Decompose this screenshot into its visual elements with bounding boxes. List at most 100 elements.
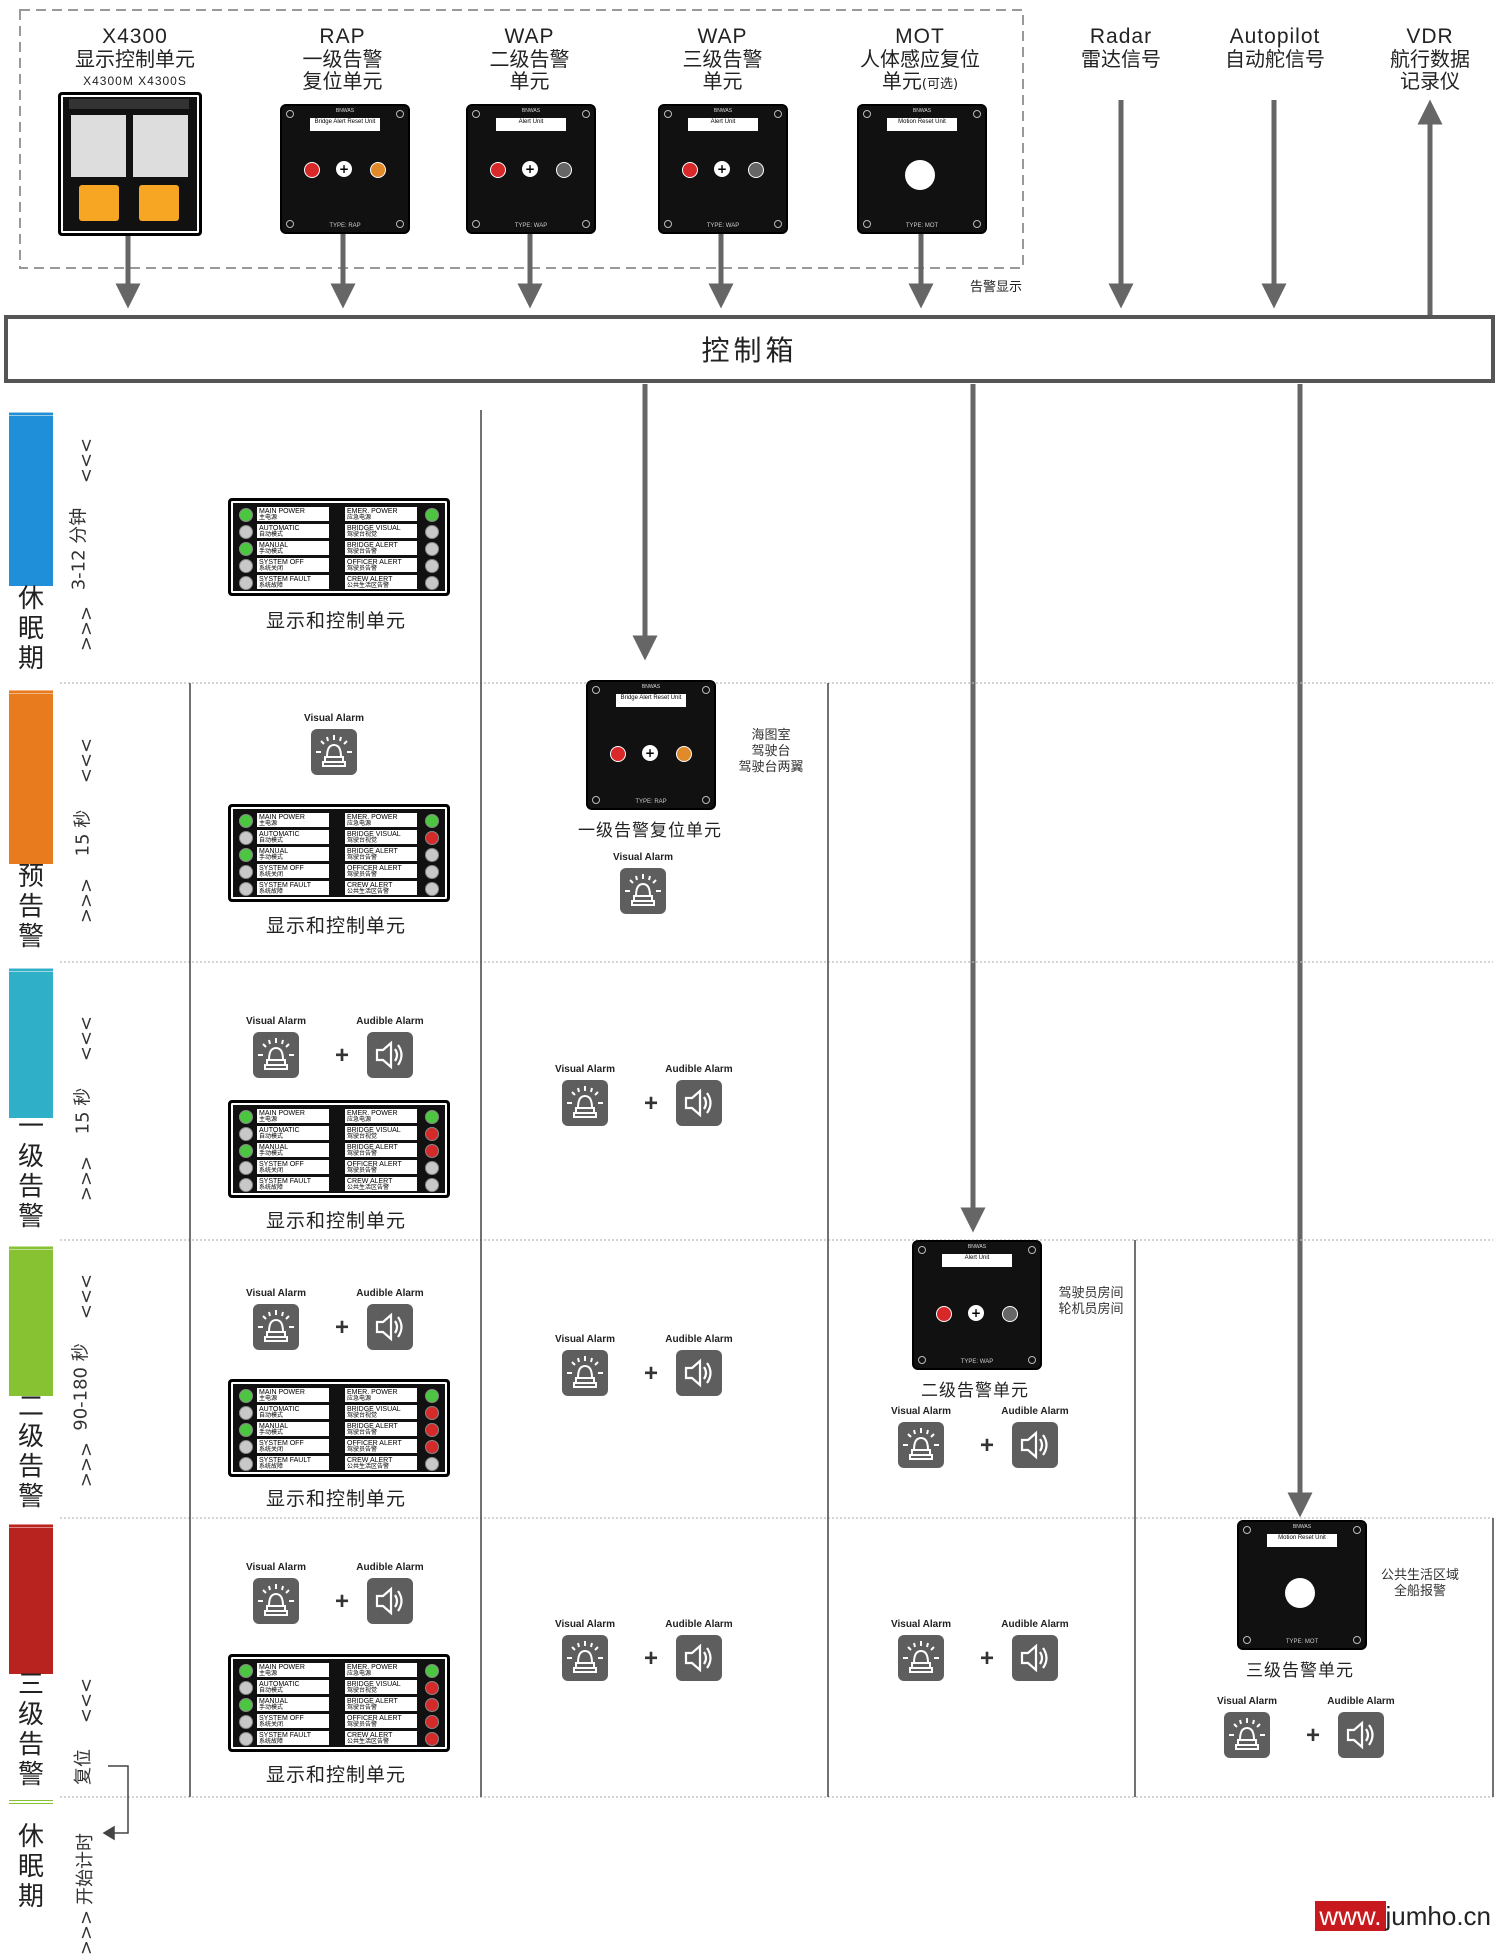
panel-row-cn: 手动模式 bbox=[259, 549, 284, 555]
status-led-icon bbox=[239, 1698, 253, 1712]
wap3-brand: BNWAS bbox=[1292, 1524, 1312, 1530]
rap-type: TYPE: RAP bbox=[635, 799, 667, 805]
panel-row-cn: 系统故障 bbox=[259, 1739, 284, 1745]
rap-note-line: 驾驶台 bbox=[751, 744, 791, 759]
label-mot-optional: (可选) bbox=[921, 77, 959, 92]
dimmer-knob-icon: + bbox=[968, 1305, 984, 1321]
panel-row-en: SYSTEM FAULT bbox=[259, 1732, 311, 1739]
panel-row-en: SYSTEM FAULT bbox=[259, 1457, 311, 1464]
panel-row-cn: 系统关闭 bbox=[259, 1168, 284, 1174]
panel-row-cn: 主电源 bbox=[259, 1117, 278, 1123]
rap-caption: 一级告警复位单元 bbox=[578, 821, 722, 841]
visual-alarm-title: Visual Alarm bbox=[303, 713, 365, 724]
panel-row-cn: 驾驶台告警 bbox=[347, 1705, 378, 1711]
status-led-icon bbox=[239, 1423, 253, 1437]
screw-icon bbox=[918, 1246, 926, 1254]
x4300-device-screen-right bbox=[133, 115, 188, 177]
duration-pre-up: <<< bbox=[76, 737, 98, 784]
visual-alarm-title: Visual Alarm bbox=[890, 1619, 952, 1630]
phase-band-sleep bbox=[9, 412, 53, 586]
red-button-icon bbox=[610, 746, 626, 762]
label-vdr-name2: 记录仪 bbox=[1400, 69, 1460, 93]
status-led-icon bbox=[425, 1406, 439, 1420]
phase-band-third bbox=[9, 1524, 53, 1674]
label-mot-name: 人体感应复位 bbox=[860, 47, 980, 71]
panel-row-en: BRIDGE VISUAL bbox=[347, 831, 401, 838]
panel-row-en: AUTOMATIC bbox=[259, 1127, 300, 1134]
status-led-icon bbox=[425, 1715, 439, 1729]
audible-alarm-title: Audible Alarm bbox=[665, 1619, 733, 1630]
label-mot: MOT 人体感应复位 单元(可选) bbox=[845, 26, 995, 96]
phase-char: 告 bbox=[17, 1172, 44, 1202]
visual-alarm-title: Visual Alarm bbox=[245, 1288, 307, 1299]
alert-display-group-border bbox=[19, 9, 1024, 269]
status-led-icon bbox=[425, 814, 439, 828]
screw-icon bbox=[1353, 1636, 1361, 1644]
panel-row-en: OFFICER ALERT bbox=[347, 1161, 402, 1168]
screw-icon bbox=[1353, 1526, 1361, 1534]
duration-restart: 开始计时 >>> bbox=[64, 1826, 104, 1955]
wap3-header: Motion Reset Unit bbox=[1266, 1534, 1338, 1547]
phase-band-second bbox=[9, 1246, 53, 1396]
panel-row-en: MANUAL bbox=[259, 1144, 289, 1151]
panel-row-en: AUTOMATIC bbox=[259, 525, 300, 532]
panel-row-en: SYSTEM OFF bbox=[259, 1715, 304, 1722]
orange-button-icon bbox=[676, 746, 692, 762]
screw-icon bbox=[582, 110, 590, 118]
rap-header: Bridge Alert Reset Unit bbox=[615, 694, 687, 707]
panel-row-en: SYSTEM FAULT bbox=[259, 882, 311, 889]
duration-sleep-up: <<< bbox=[76, 437, 98, 484]
screw-icon bbox=[863, 110, 871, 118]
panel-row-en: MAIN POWER bbox=[259, 1389, 305, 1396]
duration-pre: <<< 15 秒 >>> bbox=[64, 737, 104, 923]
wap2-type: TYPE: WAP bbox=[960, 1359, 994, 1365]
plus-sign: + bbox=[980, 1432, 995, 1459]
panel-row-cn: 驾驶台告警 bbox=[347, 549, 378, 555]
visual-alarm-title: Visual Alarm bbox=[890, 1406, 952, 1417]
x4300-device bbox=[58, 92, 202, 236]
label-mot-name2-line: 单元(可选) bbox=[845, 70, 995, 96]
rap-top-header: Bridge Alert Reset Unit bbox=[309, 118, 381, 131]
phase-label-third: 三 级 告 警 bbox=[9, 1670, 53, 1790]
panel-row-en: SYSTEM FAULT bbox=[259, 1178, 311, 1185]
panel-row-cn: 主电源 bbox=[259, 1396, 278, 1402]
panel-row-en: MANUAL bbox=[259, 1423, 289, 1430]
screw-icon bbox=[396, 110, 404, 118]
dimmer-knob-icon: + bbox=[336, 161, 352, 177]
panel-row-en: MAIN POWER bbox=[259, 508, 305, 515]
panel-row-en: MAIN POWER bbox=[259, 814, 305, 821]
alert-display-group-caption: 告警显示 bbox=[970, 280, 1023, 295]
label-rap-name: 一级告警 bbox=[302, 47, 383, 71]
panel-row-en: OFFICER ALERT bbox=[347, 865, 402, 872]
panel-row-cn: 手动模式 bbox=[259, 1151, 284, 1157]
screw-icon bbox=[472, 220, 480, 228]
panel-row-cn: 驾驶员告警 bbox=[347, 1168, 378, 1174]
label-autopilot: Autopilot 自动舵信号 bbox=[1205, 26, 1345, 71]
audible-alarm-icon bbox=[1338, 1712, 1384, 1758]
display-control-caption: 显示和控制单元 bbox=[265, 915, 406, 937]
phase-band-pre bbox=[9, 690, 53, 864]
wap2-note-line: 轮机员房间 bbox=[1058, 1302, 1124, 1317]
status-led-icon bbox=[239, 559, 253, 573]
wap2-device-top: BNWAS Alert Unit + TYPE: WAP bbox=[466, 104, 596, 234]
duration-first: <<< 15 秒 >>> bbox=[64, 1016, 104, 1201]
status-led-icon bbox=[239, 525, 253, 539]
phase-char: 一 bbox=[17, 1112, 44, 1142]
status-led-icon bbox=[239, 1440, 253, 1454]
panel-row-en: SYSTEM FAULT bbox=[259, 576, 311, 583]
panel-row-cn: 驾驶台视觉 bbox=[347, 1688, 378, 1694]
visual-alarm-icon bbox=[562, 1350, 608, 1396]
